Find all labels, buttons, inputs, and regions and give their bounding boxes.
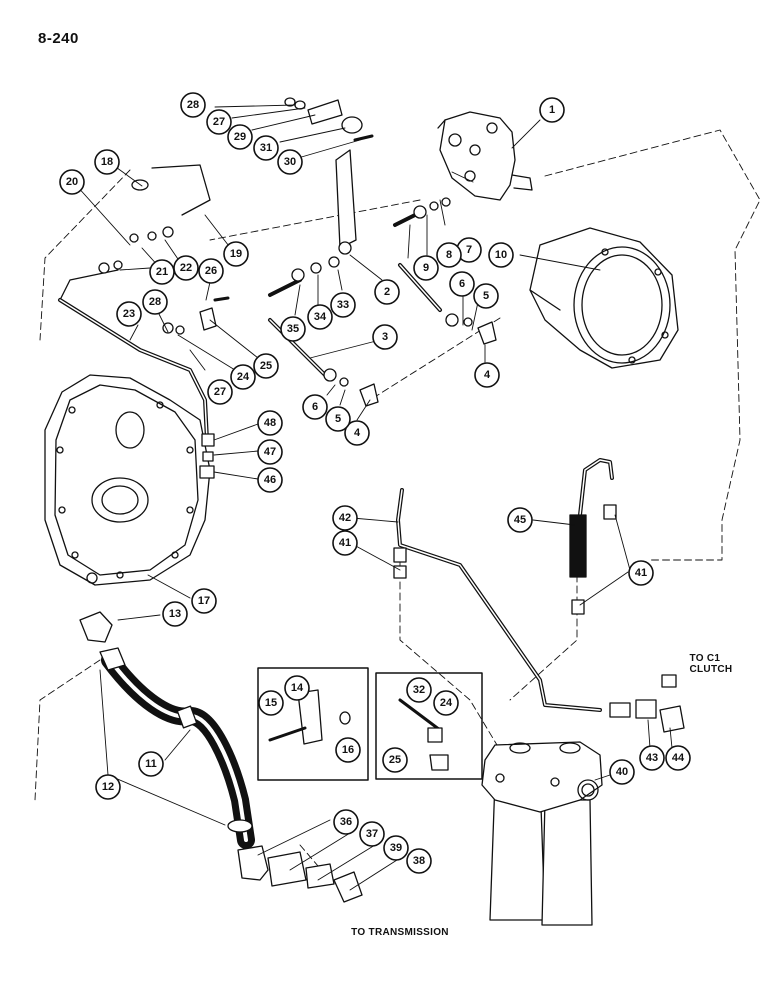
callout-29: 29: [234, 131, 246, 143]
callout-6a: 6: [459, 278, 465, 290]
callout-17: 17: [198, 595, 210, 607]
callout-1: 1: [549, 104, 555, 116]
callout-26: 26: [205, 265, 217, 277]
callout-24b: 24: [440, 697, 453, 709]
callout-4a: 4: [484, 369, 491, 381]
callout-27a: 27: [213, 116, 225, 128]
callout-39: 39: [390, 842, 402, 854]
page-number: 8-240: [38, 30, 79, 47]
part-40-filter: [481, 741, 603, 926]
callout-2: 2: [384, 286, 390, 298]
callout-36: 36: [340, 816, 352, 828]
callout-16: 16: [342, 744, 354, 756]
callout-34: 34: [314, 311, 327, 323]
callout-12: 12: [102, 781, 114, 793]
callout-23: 23: [123, 308, 135, 320]
callout-25a: 25: [260, 360, 272, 372]
callout-42: 42: [339, 512, 351, 524]
callout-24a: 24: [237, 371, 250, 383]
callout-6b: 6: [312, 401, 318, 413]
callout-38: 38: [413, 855, 425, 867]
callout-3a: 3: [382, 331, 388, 343]
callout-5a: 5: [483, 290, 489, 302]
callout-45: 45: [514, 514, 526, 526]
callout-20: 20: [66, 176, 78, 188]
callout-bubbles: [59, 92, 691, 874]
callout-33: 33: [337, 299, 349, 311]
callout-14: 14: [291, 682, 304, 694]
note-to-c1-clutch: TO C1 CLUTCH: [689, 653, 733, 675]
callout-35: 35: [287, 323, 299, 335]
callout-numbers: 1 2 3 4 4 5 5 6 6 7 8 9 10 11 12 13 14 1…: [66, 99, 685, 867]
callout-18: 18: [101, 156, 113, 168]
callout-43: 43: [646, 752, 658, 764]
callout-31: 31: [260, 142, 272, 154]
callout-4b: 4: [354, 427, 361, 439]
callout-25b: 25: [389, 754, 401, 766]
callout-28b: 28: [149, 296, 161, 308]
callout-5b: 5: [335, 413, 341, 425]
callout-15: 15: [265, 697, 277, 709]
part-17-cover: [44, 374, 211, 586]
callout-22: 22: [180, 262, 192, 274]
callout-11: 11: [145, 758, 157, 770]
callout-10: 10: [495, 249, 507, 261]
callout-13: 13: [169, 608, 181, 620]
callout-28a: 28: [187, 99, 199, 111]
callout-46: 46: [264, 474, 276, 486]
callout-30: 30: [284, 156, 296, 168]
note-to-transmission: TO TRANSMISSION: [351, 927, 449, 938]
callout-40: 40: [616, 766, 628, 778]
part-11-hose: [101, 651, 255, 849]
callout-32: 32: [413, 684, 425, 696]
callout-27b: 27: [214, 386, 226, 398]
part-1-valve: [437, 111, 533, 201]
callout-44: 44: [672, 752, 685, 764]
callout-9: 9: [423, 262, 429, 274]
callout-7: 7: [466, 244, 472, 256]
callout-21: 21: [156, 266, 168, 278]
callout-19: 19: [230, 248, 242, 260]
part-10-housing: [529, 227, 679, 369]
callout-41a: 41: [339, 537, 351, 549]
callout-37: 37: [366, 828, 378, 840]
callout-8: 8: [446, 249, 452, 261]
callout-48: 48: [264, 417, 276, 429]
callout-47: 47: [264, 446, 276, 458]
callout-41b: 41: [635, 567, 647, 579]
